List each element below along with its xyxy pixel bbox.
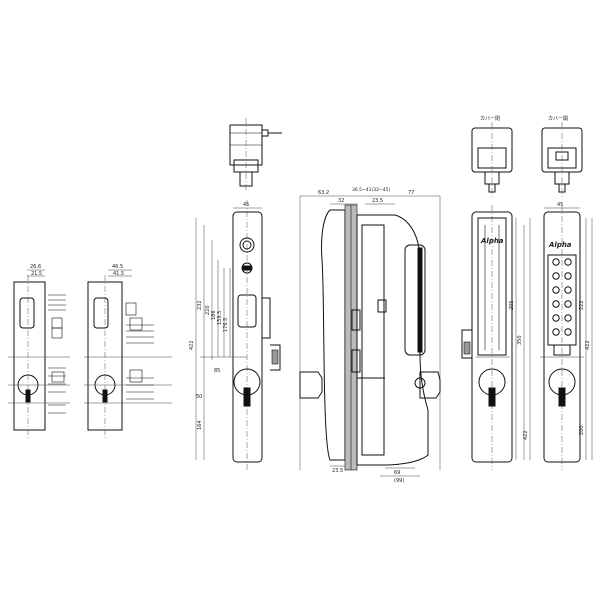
dim-side-d4: 32 bbox=[338, 198, 344, 204]
front-view: 45 422 232 220 186 159.5 176.5 164 85 5 bbox=[189, 200, 281, 470]
dim-keypad-h6: 200 bbox=[579, 425, 585, 435]
brand-logo-left: Alpha bbox=[480, 237, 504, 245]
cover-open-top-detail: カバー開 bbox=[541, 116, 583, 198]
dim-detail-a-width: 26.6 bbox=[30, 264, 41, 270]
top-plan-view bbox=[229, 118, 282, 192]
dim-front-upper: 232 bbox=[197, 300, 203, 310]
dim-side-d2: 36.5~41(32~45) bbox=[352, 187, 390, 193]
dim-keypad-h5: 422 bbox=[585, 340, 591, 350]
label-cover-closed: カバー閉 bbox=[480, 116, 500, 122]
keypad-buttons bbox=[552, 258, 572, 336]
dim-front-backset: 50 bbox=[196, 394, 202, 400]
detail-b-view: 46.5 41.5 bbox=[84, 264, 172, 440]
dim-keypad-h4: 222 bbox=[579, 300, 585, 310]
dim-detail-a-sub: 21.5 bbox=[31, 271, 42, 277]
dim-keypad-h1: 205 bbox=[509, 300, 515, 310]
dim-side-d1: 63.2 bbox=[318, 190, 329, 196]
dim-keypad-width: 45 bbox=[557, 202, 563, 208]
dim-front-handle-offset: 85 bbox=[214, 368, 220, 374]
dim-keypad-h3: 422 bbox=[523, 430, 529, 440]
dim-side-d3: 77 bbox=[408, 190, 414, 196]
dim-side-d8: (99) bbox=[394, 478, 404, 484]
keypad-cover-closed-view: Alpha 205 350 422 bbox=[461, 205, 531, 470]
detail-a-view: 26.6 21.5 bbox=[8, 264, 70, 440]
dim-detail-b-width: 46.5 bbox=[112, 264, 123, 270]
side-section-view: 63.2 77 36.5~41(32~45) 32 23.5 23.5 69 bbox=[299, 187, 441, 484]
keypad-cover-open-view: 45 Alpha 222 422 200 bbox=[540, 202, 593, 470]
dim-front-overall: 422 bbox=[189, 340, 195, 350]
brand-logo-right: Alpha bbox=[548, 241, 572, 249]
dim-side-d7: 69 bbox=[394, 470, 400, 476]
dim-detail-b-sub: 41.5 bbox=[113, 271, 124, 277]
cover-closed-top-detail: カバー閉 bbox=[471, 116, 513, 198]
label-cover-open: カバー開 bbox=[548, 116, 568, 122]
dim-keypad-h2: 350 bbox=[517, 335, 523, 345]
dim-front-c: 176.5 bbox=[223, 318, 229, 332]
dim-front-b: 159.5 bbox=[217, 311, 223, 325]
dim-side-d6: 23.5 bbox=[332, 468, 343, 474]
dim-front-lower: 164 bbox=[197, 420, 203, 430]
dim-front-mid: 220 bbox=[205, 305, 211, 315]
dim-front-a: 186 bbox=[211, 310, 217, 320]
dim-side-d5: 23.5 bbox=[372, 198, 383, 204]
dim-front-width: 45 bbox=[243, 202, 249, 208]
